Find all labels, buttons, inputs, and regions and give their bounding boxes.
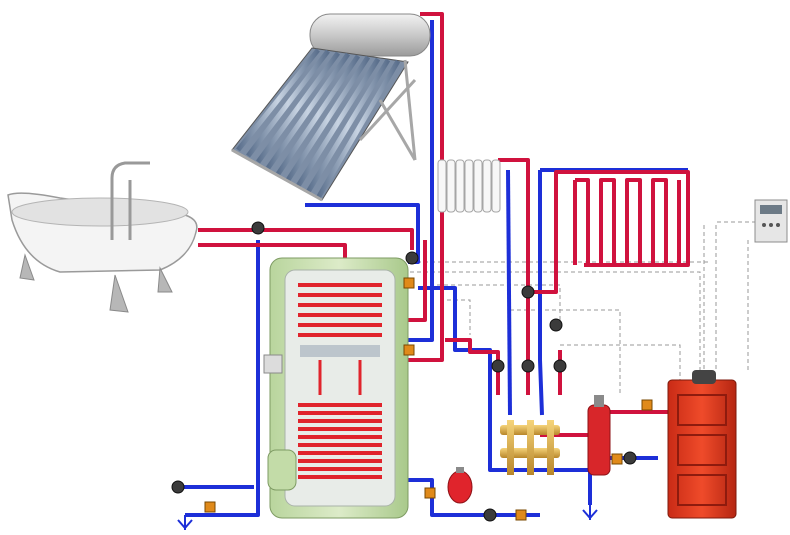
floor-heating-icon	[573, 178, 681, 267]
valves	[204, 277, 653, 521]
manifold-icon	[500, 420, 560, 475]
bathtub-icon	[7, 161, 198, 313]
valve-icon	[515, 509, 527, 521]
control-wiring	[410, 221, 756, 395]
radiator-icon	[437, 159, 501, 213]
circulation-pump-icon	[491, 359, 505, 373]
circulation-pump-icon	[483, 508, 497, 522]
valve-icon	[424, 487, 436, 499]
valve-icon	[204, 501, 216, 513]
hydraulic-separator-icon	[587, 395, 611, 476]
solar-collector-icon	[231, 13, 431, 202]
controller-icon	[754, 199, 788, 243]
circulation-pump-icon	[521, 359, 535, 373]
valve-icon	[403, 277, 415, 289]
upper-coil-icon	[298, 283, 382, 337]
circulation-pumps	[171, 221, 637, 522]
boiler-icon	[667, 370, 737, 519]
circulation-pump-icon	[553, 359, 567, 373]
circulation-pump-icon	[405, 251, 419, 265]
expansion-vessel-icon	[447, 467, 473, 504]
circulation-pump-icon	[549, 318, 563, 332]
drain-icon	[177, 515, 193, 530]
cold-return-pipes	[175, 20, 688, 517]
valve-icon	[611, 453, 623, 465]
circulation-pump-icon	[251, 221, 265, 235]
storage-tank-icon	[263, 257, 409, 519]
circulation-pump-icon	[171, 480, 185, 494]
lower-coil-icon	[298, 403, 382, 479]
valve-icon	[641, 399, 653, 411]
circulation-pump-icon	[623, 451, 637, 465]
circulation-pump-icon	[521, 285, 535, 299]
valve-icon	[403, 344, 415, 356]
drain-icon	[582, 505, 598, 520]
drains	[177, 505, 598, 530]
